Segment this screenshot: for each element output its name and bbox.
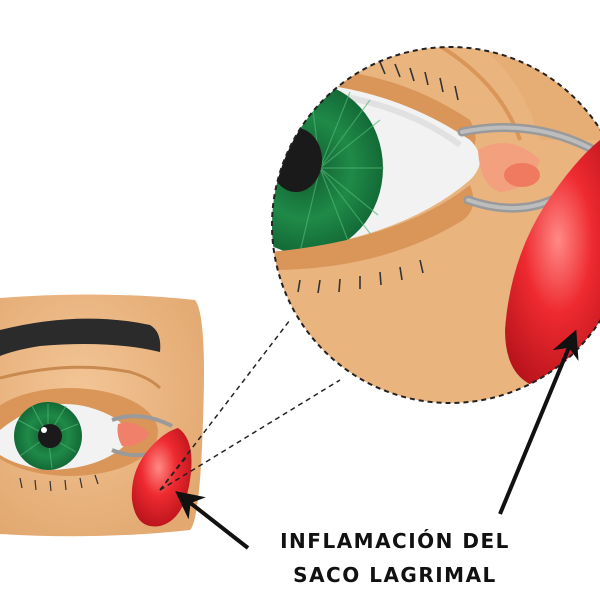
arrow-icon-large <box>498 329 579 515</box>
small-pupil <box>38 424 62 448</box>
inflammation-label: INFLAMACIÓN DEL SACO LAGRIMAL <box>252 524 538 592</box>
face-patch <box>0 294 204 537</box>
arrow-icon-small <box>175 491 250 550</box>
label-line-1: INFLAMACIÓN DEL <box>280 529 510 553</box>
magnifier-circle <box>271 46 600 404</box>
label-line-2: SACO LAGRIMAL <box>293 563 497 587</box>
inflamed-sac-large <box>505 140 600 390</box>
eyebrow <box>0 318 161 356</box>
zoom-connector-lines <box>159 319 341 491</box>
